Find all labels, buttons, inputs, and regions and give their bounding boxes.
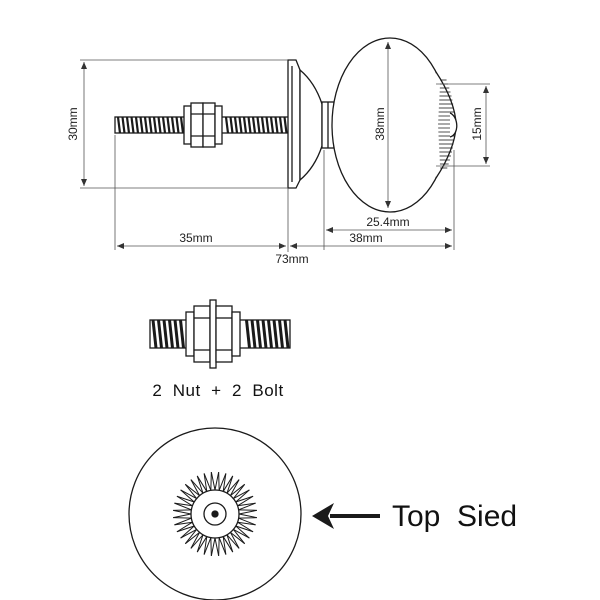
- bolt-nuts: [183, 102, 223, 148]
- knob-neck: [299, 68, 335, 182]
- dim-total-length: 73mm: [275, 252, 308, 266]
- knob-tip: [435, 71, 458, 179]
- hardware-caption: 2 Nut + 2 Bolt: [152, 381, 283, 400]
- top-view: [128, 427, 302, 600]
- dim-bolt-length: 35mm: [179, 231, 212, 245]
- dim-tip-diameter: 15mm: [470, 107, 484, 140]
- dimension-labels: 30mm 38mm 15mm 25.4mm 35mm 38mm 73mm: [66, 107, 484, 266]
- dim-knob-length: 38mm: [349, 231, 382, 245]
- hardware-detail: [149, 299, 291, 369]
- rosette-pattern: [173, 472, 257, 556]
- top-view-label: Top Sied: [392, 500, 517, 533]
- knob-head: [331, 37, 449, 213]
- dim-head-length: 25.4mm: [366, 215, 409, 229]
- dim-knob-diameter: 38mm: [373, 107, 387, 140]
- backplate: [287, 59, 301, 189]
- dim-bolt-height: 30mm: [66, 107, 80, 140]
- threaded-bolt: [114, 116, 294, 134]
- dimension-lines: [80, 42, 490, 252]
- top-side-arrow: [312, 503, 380, 529]
- side-view: [114, 37, 458, 213]
